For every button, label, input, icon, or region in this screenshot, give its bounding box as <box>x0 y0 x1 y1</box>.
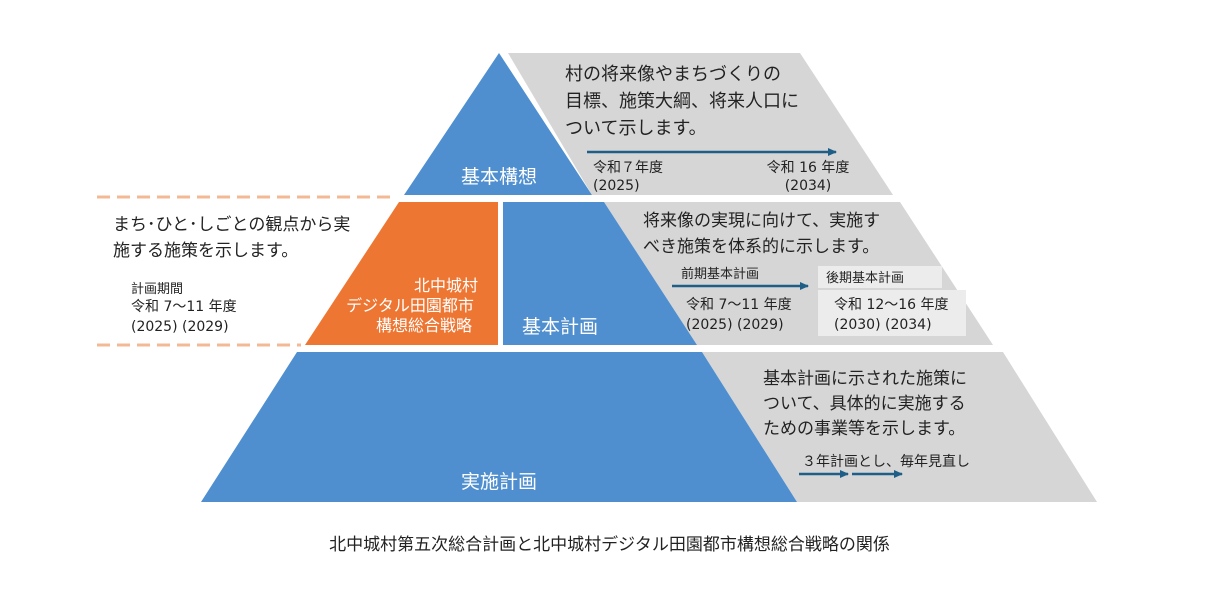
strategy-label-1: 北中城村 <box>414 276 478 295</box>
strategy-label-2: デジタル田園都市 <box>346 296 474 315</box>
middle-tier-right <box>503 202 697 345</box>
strategy-period-2: (2025) (2029) <box>131 319 229 335</box>
bottom-desc-3: ための事業等を示します。 <box>763 419 965 439</box>
strategy-label-3: 構想総合戦略 <box>376 316 472 335</box>
bottom-desc-2: ついて、具体的に実施する <box>763 394 966 414</box>
late-plan-title: 後期基本計画 <box>826 270 904 286</box>
late-plan-period-box <box>818 290 966 336</box>
early-plan-period-1: 令和 7～11 年度 <box>686 297 792 313</box>
strategy-period-title: 計画期間 <box>131 281 183 297</box>
middle-tier-label: 基本計画 <box>522 316 598 338</box>
strategy-desc-2: 施する施策を示します。 <box>113 241 298 261</box>
diagram-caption: 北中城村第五次総合計画と北中城村デジタル田園都市構想総合戦略の関係 <box>329 535 890 555</box>
top-tier-panel <box>508 53 893 195</box>
bottom-note: ３年計画とし、毎年見直し <box>802 453 970 470</box>
top-desc-2: 目標、施策大綱、将来人口に <box>565 91 799 112</box>
top-end-1: 令和 16 年度 <box>767 160 850 176</box>
strategy-desc-1: まち･ひと･しごとの観点から実 <box>113 215 350 235</box>
strategy-block <box>305 202 498 345</box>
bottom-tier <box>201 352 797 502</box>
bottom-tier-label: 実施計画 <box>461 471 537 493</box>
top-desc-1: 村の将来像やまちづくりの <box>565 64 781 85</box>
bottom-desc-1: 基本計画に示された施策に <box>763 369 967 389</box>
early-plan-period-2: (2025) (2029) <box>686 317 784 333</box>
late-plan-title-box <box>818 266 942 288</box>
bottom-tier-panel <box>702 352 1097 502</box>
middle-desc-1: 将来像の実現に向けて、実施す <box>643 211 880 231</box>
strategy-period-1: 令和 7～11 年度 <box>131 299 237 315</box>
top-end-2: (2034) <box>785 178 832 194</box>
pyramid-diagram: 基本構想 基本計画 実施計画 北中城村 デジタル田園都市 構想総合戦略 村の将来… <box>97 53 1097 502</box>
early-plan-title: 前期基本計画 <box>681 266 759 282</box>
top-tier <box>404 53 592 195</box>
top-start-2: (2025) <box>593 178 640 194</box>
late-plan-period-1: 令和 12～16 年度 <box>834 297 949 313</box>
top-desc-3: ついて示します。 <box>565 118 707 139</box>
late-plan-period-2: (2030) (2034) <box>834 317 932 333</box>
middle-desc-2: べき施策を体系的に示します。 <box>643 237 879 257</box>
top-tier-label: 基本構想 <box>461 166 537 188</box>
top-start-1: 令和７年度 <box>593 160 663 176</box>
